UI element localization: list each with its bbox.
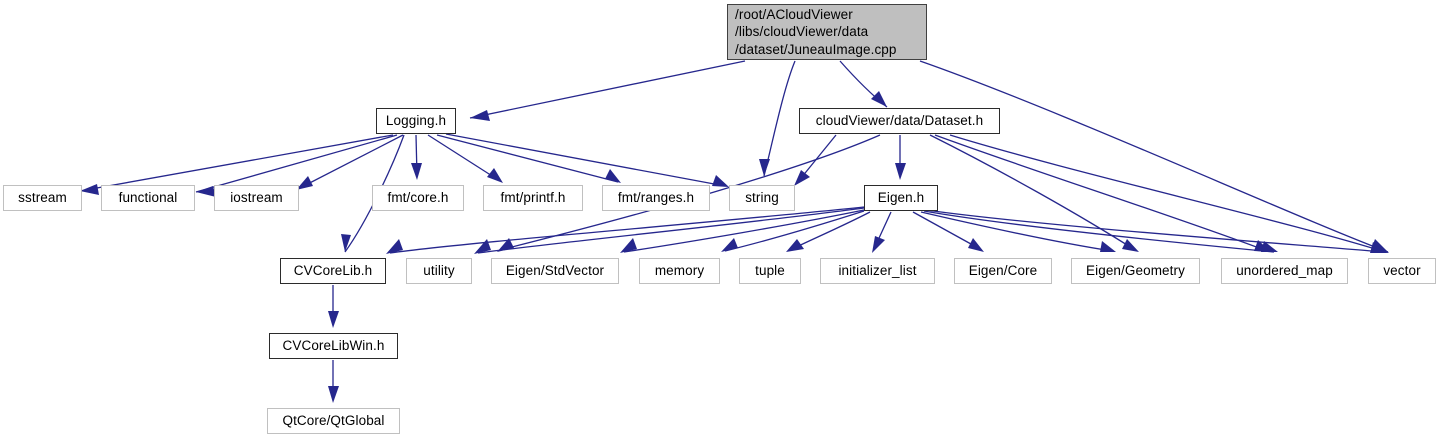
graph-node-label: Eigen/Core	[968, 263, 1038, 279]
graph-edge	[721, 210, 865, 252]
graph-edge	[912, 211, 984, 252]
arrowhead-icon	[620, 238, 637, 253]
graph-node-root[interactable]: /root/ACloudViewer /libs/cloudViewer/dat…	[727, 4, 927, 60]
arrowhead-icon	[470, 110, 490, 121]
graph-node-label: /root/ACloudViewer /libs/cloudViewer/dat…	[735, 7, 897, 57]
graph-node-label: initializer_list	[838, 263, 917, 279]
graph-node-functional[interactable]: functional	[101, 185, 195, 211]
graph-node-label: cloudViewer/data/Dataset.h	[815, 113, 984, 129]
graph-node-dataset[interactable]: cloudViewer/data/Dataset.h	[799, 108, 1000, 134]
graph-edge	[295, 134, 404, 191]
graph-node-iostream[interactable]: iostream	[214, 185, 299, 211]
arrowhead-icon	[80, 184, 99, 195]
arrowhead-icon	[1122, 239, 1139, 252]
graph-node-cvcorelibwin[interactable]: CVCoreLibWin.h	[269, 333, 398, 359]
graph-node-vector[interactable]: vector	[1368, 258, 1436, 284]
graph-node-memory[interactable]: memory	[639, 258, 720, 284]
graph-node-qtglobal[interactable]: QtCore/QtGlobal	[267, 408, 400, 434]
graph-node-label: Eigen.h	[877, 190, 925, 206]
graph-edge	[839, 60, 888, 108]
graph-node-eigenh[interactable]: Eigen.h	[864, 185, 938, 211]
graph-node-label: utility	[423, 263, 455, 279]
graph-node-eigencore[interactable]: Eigen/Core	[954, 258, 1052, 284]
graph-node-label: memory	[654, 263, 705, 279]
graph-node-sstream[interactable]: sstream	[3, 185, 82, 211]
arrowhead-icon	[328, 386, 339, 403]
graph-edge	[427, 134, 503, 183]
arrowhead-icon	[341, 234, 351, 252]
arrowhead-icon	[871, 91, 887, 107]
graph-node-label: Eigen/Geometry	[1086, 263, 1185, 279]
graph-node-eigenstdvector[interactable]: Eigen/StdVector	[491, 258, 619, 284]
graph-node-label: functional	[118, 190, 178, 206]
graph-edge	[411, 134, 422, 180]
graph-edge	[474, 207, 865, 254]
arrowhead-icon	[411, 163, 422, 180]
graph-edge	[919, 60, 1389, 253]
arrowhead-icon	[712, 175, 729, 187]
graph-node-label: CVCoreLib.h	[293, 263, 373, 279]
graph-node-label: QtCore/QtGlobal	[282, 413, 385, 429]
graph-node-label: Logging.h	[385, 113, 447, 129]
graph-node-initializerlist[interactable]: initializer_list	[820, 258, 935, 284]
arrowhead-icon	[872, 236, 885, 253]
arrowhead-icon	[968, 238, 984, 252]
arrowhead-icon	[487, 168, 503, 183]
graph-node-fmtprintf[interactable]: fmt/printf.h	[483, 185, 583, 211]
graph-edge	[920, 211, 1116, 252]
graph-edge	[759, 60, 796, 177]
arrowhead-icon	[605, 169, 621, 183]
graph-node-logging[interactable]: Logging.h	[376, 108, 456, 134]
graph-edge	[949, 134, 1389, 253]
graph-node-tuple[interactable]: tuple	[739, 258, 801, 284]
graph-node-fmtranges[interactable]: fmt/ranges.h	[602, 185, 710, 211]
arrowhead-icon	[721, 238, 738, 252]
graph-node-fmtcore[interactable]: fmt/core.h	[372, 185, 464, 211]
graph-edge	[386, 206, 865, 254]
graph-node-label: string	[745, 190, 779, 206]
arrowhead-icon	[196, 186, 216, 197]
arrowhead-icon	[759, 159, 770, 176]
graph-edge	[872, 211, 892, 253]
arrowhead-icon	[786, 239, 804, 252]
graph-node-label: sstream	[18, 190, 67, 206]
graph-node-label: iostream	[230, 190, 283, 206]
graph-edge	[328, 285, 339, 328]
graph-node-label: tuple	[755, 263, 785, 279]
graph-edge	[469, 60, 746, 121]
graph-node-cvcorelib[interactable]: CVCoreLib.h	[280, 258, 386, 284]
graph-node-utility[interactable]: utility	[406, 258, 472, 284]
graph-edge	[436, 134, 621, 183]
arrowhead-icon	[794, 170, 810, 186]
graph-edge	[328, 360, 339, 403]
graph-edge	[79, 134, 394, 195]
graph-edge	[786, 211, 871, 252]
graph-edge	[923, 210, 1278, 253]
arrowhead-icon	[1100, 241, 1116, 252]
arrowhead-icon	[1370, 242, 1387, 253]
graph-node-label: Eigen/StdVector	[505, 263, 605, 279]
graph-node-label: vector	[1383, 263, 1421, 279]
graph-edge	[195, 134, 398, 197]
graph-node-label: fmt/printf.h	[500, 190, 566, 206]
graph-node-label: CVCoreLibWin.h	[282, 338, 385, 354]
graph-node-label: fmt/core.h	[387, 190, 449, 206]
graph-edge	[895, 135, 906, 180]
graph-node-string[interactable]: string	[729, 185, 795, 211]
arrowhead-icon	[474, 239, 491, 254]
arrowhead-icon	[1261, 241, 1278, 252]
graph-edge	[925, 209, 1387, 253]
arrowhead-icon	[296, 176, 313, 190]
graph-edge	[445, 133, 729, 187]
arrowhead-icon	[895, 163, 906, 180]
arrowhead-icon	[386, 239, 403, 254]
graph-edge	[929, 134, 1139, 252]
graph-node-label: fmt/ranges.h	[617, 190, 695, 206]
graph-node-unorderedmap[interactable]: unordered_map	[1221, 258, 1348, 284]
arrowhead-icon	[328, 311, 339, 328]
graph-node-label: unordered_map	[1236, 263, 1333, 279]
graph-node-eigengeometry[interactable]: Eigen/Geometry	[1071, 258, 1200, 284]
graph-edge	[620, 209, 865, 253]
